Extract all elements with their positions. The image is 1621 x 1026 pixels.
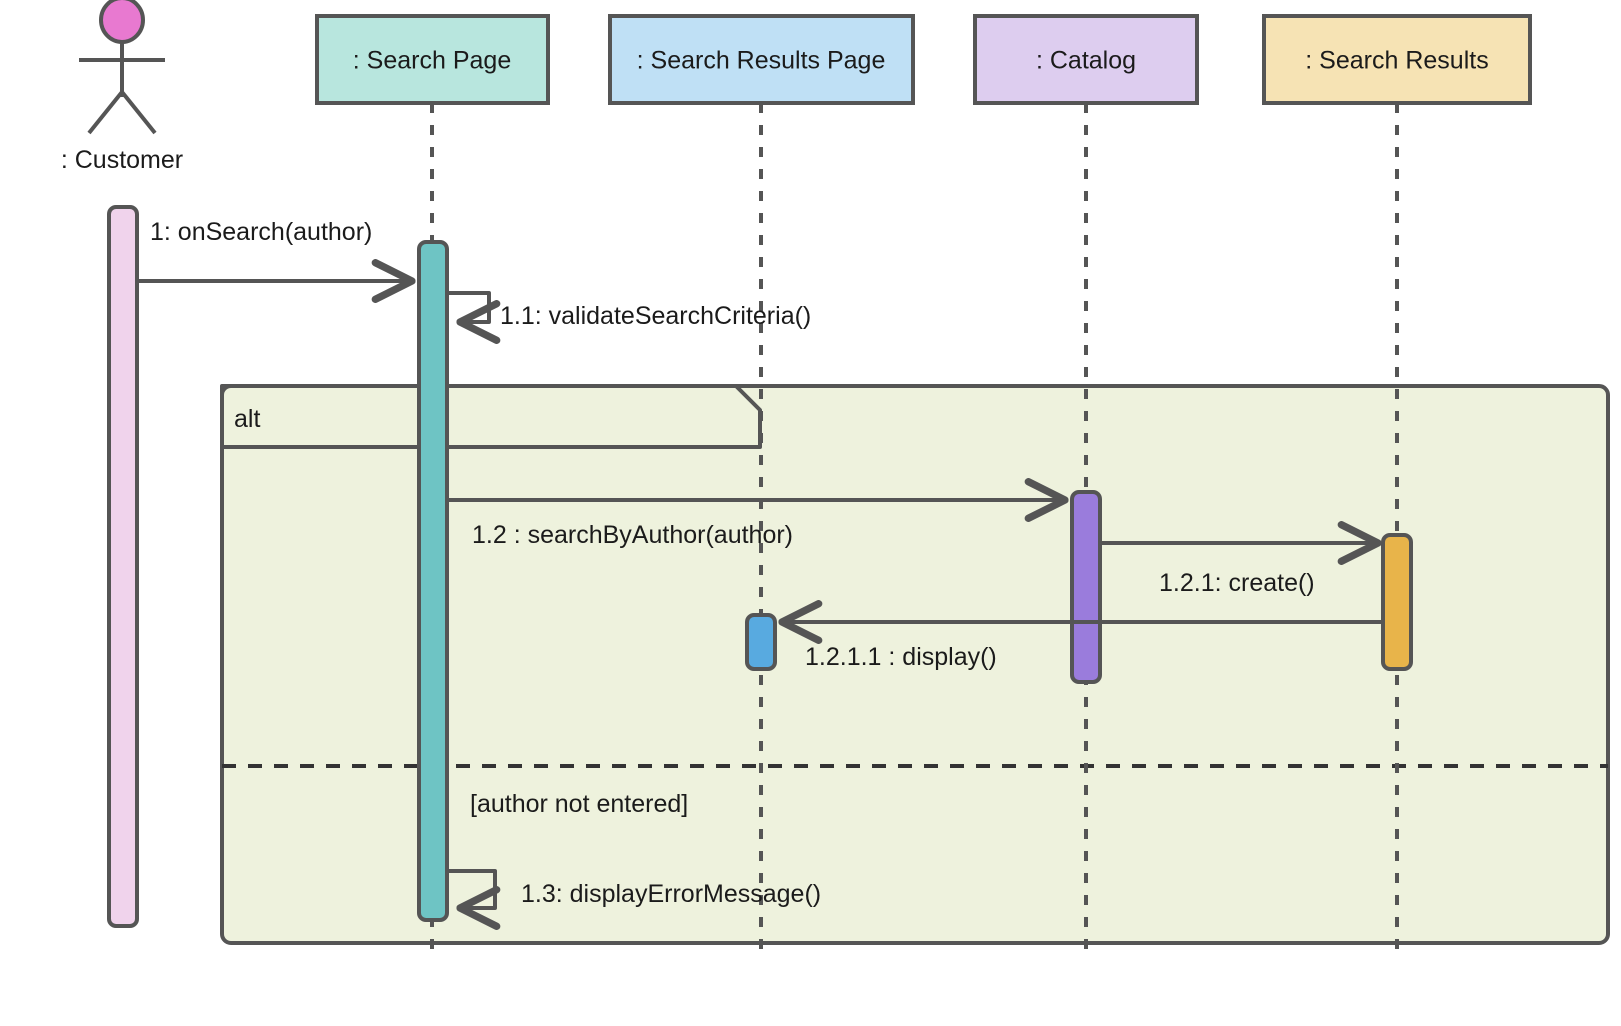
lifeline-search-results-header[interactable] [1262,14,1532,105]
message-1-3-displayerror-self[interactable]: 1.3: displayErrorMessage() [447,869,821,930]
lifeline-search-page[interactable]: : Search Page [315,14,550,960]
message-1-2-1-label: 1.2.1: create() [1159,569,1315,597]
customer-actor[interactable]: : Customer [61,0,183,928]
activation-search-results-page [745,613,777,671]
activation-search-page [417,240,449,922]
message-1-label: 1: onSearch(author) [150,218,372,246]
lifeline-search-results[interactable]: : Search Results [1262,14,1532,960]
lifeline-search-results-page-header[interactable] [608,14,915,105]
alt-fragment-guard-2: [author not entered] [470,790,688,818]
lifeline-search-page-header[interactable] [315,14,550,105]
lifeline-catalog-header[interactable] [973,14,1199,105]
lifeline-search-results-label: : Search Results [1305,47,1488,75]
lifeline-search-results-page-label: : Search Results Page [637,47,886,75]
activation-search-results [1381,533,1413,671]
message-1-2-1-1-display[interactable]: 1.2.1.1 : display() [778,600,1381,671]
actor-leg-right-icon [120,90,157,135]
message-1-1-arrow [447,291,501,344]
actor-activation-bar [107,205,139,928]
lifeline-catalog-label: : Catalog [1036,47,1136,75]
actor-label: : Customer [61,146,183,174]
alt-fragment-operator-label: alt [234,405,260,433]
lifeline-search-page-label: : Search Page [353,47,511,75]
message-1-1-label: 1.1: validateSearchCriteria() [500,302,811,330]
message-1-2-label: 1.2 : searchByAuthor(author) [472,521,793,549]
message-1-2-searchbyauthor[interactable]: 1.2 : searchByAuthor(author) [449,478,1069,549]
message-1-2-1-create[interactable]: 1.2.1: create() [1102,521,1382,597]
alt-fragment-operator-tab [220,384,762,449]
lifeline-search-results-page[interactable]: : Search Results Page [608,14,915,960]
lifeline-catalog[interactable]: : Catalog [973,14,1199,960]
actor-leg-left-icon [87,90,124,135]
message-1-onsearch[interactable]: 1: onSearch(author) [139,218,416,303]
message-1-1-validate-self[interactable]: 1.1: validateSearchCriteria() [447,291,811,344]
activation-catalog [1070,490,1102,684]
message-1-3-label: 1.3: displayErrorMessage() [521,880,821,908]
message-1-3-arrow [447,869,501,930]
message-1-2-1-1-label: 1.2.1.1 : display() [805,643,997,671]
actor-head-icon [99,0,145,44]
alt-fragment: alt [author not entered] [220,384,1610,945]
alt-fragment-box [220,384,1610,945]
